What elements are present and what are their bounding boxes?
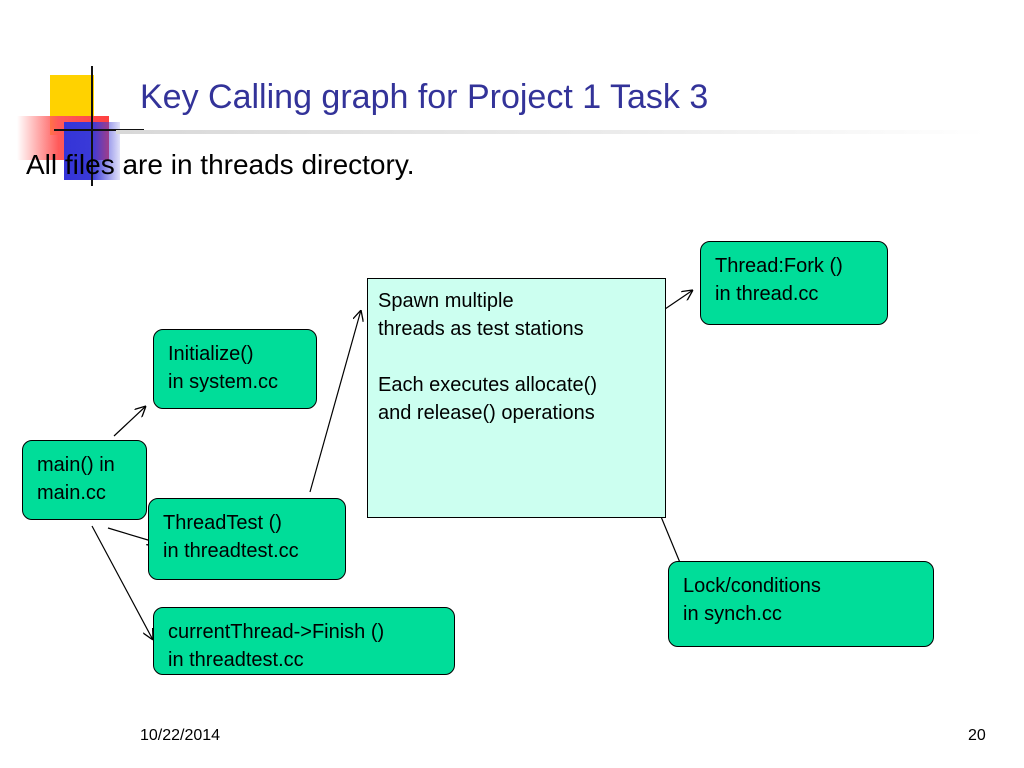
arrow-threadtest-to-spawn [309, 310, 361, 493]
title-underline [116, 130, 986, 134]
node-threadtest: ThreadTest () in threadtest.cc [148, 498, 346, 580]
slide-subtitle: All files are in threads directory. [26, 149, 415, 180]
node-thread-fork: Thread:Fork () in thread.cc [700, 241, 888, 325]
node-initialize: Initialize() in system.cc [153, 329, 317, 409]
node-lock-conditions: Lock/conditions in synch.cc [668, 561, 934, 647]
arrow-main-to-finish [91, 525, 153, 640]
footer-date: 10/22/2014 [140, 727, 221, 744]
logo-horizontal-line [54, 129, 144, 131]
node-main: main() in main.cc [22, 440, 147, 520]
node-finish: currentThread->Finish () in threadtest.c… [153, 607, 455, 675]
note-spawn-threads: Spawn multiple threads as test stations … [367, 278, 666, 518]
slide-title: Key Calling graph for Project 1 Task 3 [140, 78, 709, 116]
footer-page-number: 20 [968, 727, 986, 744]
logo-vertical-line [91, 66, 93, 186]
arrow-main-to-initialize [113, 406, 146, 437]
